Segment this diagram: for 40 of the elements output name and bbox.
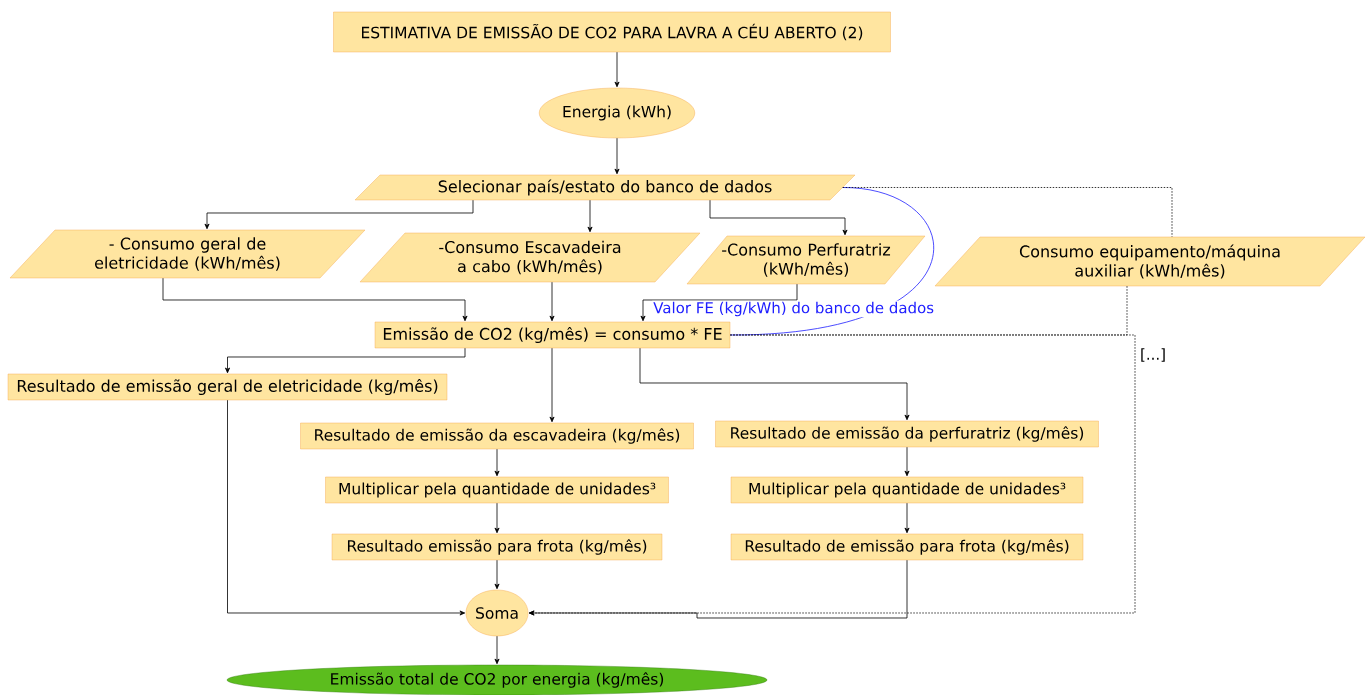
arrow <box>709 199 848 236</box>
arrow <box>614 51 620 88</box>
process-box: Resultado de emissão da escavadeira (kg/mês) <box>300 422 694 450</box>
arrow <box>162 277 468 322</box>
arrow <box>227 399 466 616</box>
arrow <box>528 334 1136 616</box>
arrow <box>494 502 500 534</box>
process-oval: Soma <box>465 589 529 637</box>
arrow <box>225 347 466 374</box>
process-box: ESTIMATIVA DE EMISSÃO DE CO2 PARA LAVRA A CÉU ABERTO (2) <box>333 11 891 53</box>
arrow <box>640 283 798 322</box>
input-parallelogram: Selecionar país/estato do banco de dados <box>354 174 856 201</box>
input-parallelogram: Consumo equipamento/máquina auxiliar (kWh/mês) <box>934 236 1366 287</box>
arrow <box>204 199 474 230</box>
arrow <box>587 199 593 233</box>
input-parallelogram: -Consumo Escavadeira a cabo (kWh/mês) <box>359 232 701 283</box>
arrow <box>549 281 555 322</box>
connector-line <box>842 187 1173 238</box>
arrow <box>494 448 500 477</box>
process-oval: Energia (kWh) <box>539 87 696 139</box>
arrow <box>904 502 910 534</box>
process-box: Resultado de emissão geral de eletricidade (kg/mês) <box>7 373 448 401</box>
process-box: Resultado de emissão para frota (kg/mês) <box>730 533 1084 561</box>
edge-label: Valor FE (kg/kWh) do banco de dados <box>652 300 936 318</box>
arrow <box>614 137 620 175</box>
arrow <box>494 559 500 590</box>
ellipsis-note: [...] <box>1141 348 1165 362</box>
end-oval: Emissão total de CO2 por energia (kg/mês) <box>226 664 768 695</box>
process-box: Multiplicar pela quantidade de unidades³ <box>325 476 669 504</box>
input-parallelogram: -Consumo Perfuratriz (kWh/mês) <box>686 235 926 285</box>
arrow <box>549 347 555 423</box>
process-box: Emissão de CO2 (kg/mês) = consumo * FE <box>374 321 731 349</box>
process-box: Resultado emissão para frota (kg/mês) <box>331 533 663 561</box>
connector-line <box>729 285 1128 336</box>
process-box: Multiplicar pela quantidade de unidades³ <box>730 476 1084 504</box>
input-parallelogram: - Consumo geral de eletricidade (kWh/mês) <box>9 229 366 279</box>
process-box: Resultado de emissão da perfuratriz (kg/mês) <box>715 420 1099 448</box>
arrow <box>639 347 910 421</box>
arrow <box>494 635 500 665</box>
arrow <box>904 446 910 477</box>
